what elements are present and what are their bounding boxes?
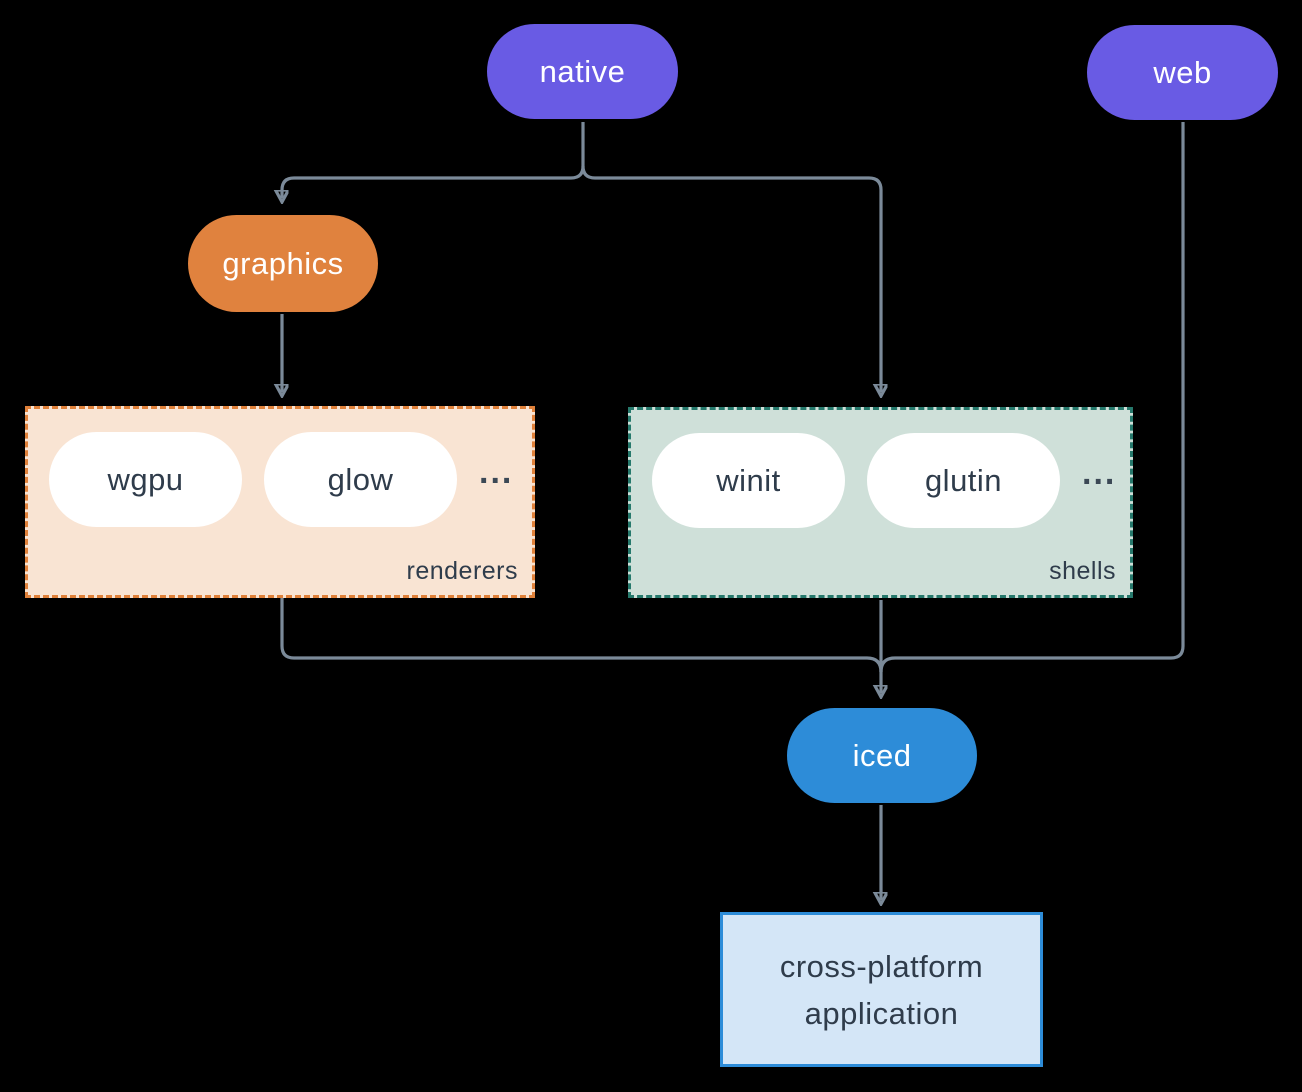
node-native: native (487, 24, 678, 119)
application-label-line1: cross-platform (779, 948, 984, 984)
node-web-label: web (1153, 54, 1212, 90)
node-iced: iced (787, 708, 977, 803)
node-graphics-label: graphics (222, 245, 344, 281)
node-cross-platform-application: cross-platform application (720, 912, 1043, 1067)
shells-group: winit glutin ... shells (628, 407, 1133, 598)
edge-web-merge (879, 122, 1185, 673)
node-iced-label: iced (852, 737, 912, 773)
crate-pill-glutin: glutin (867, 433, 1060, 528)
application-label-line2: application (804, 995, 959, 1031)
renderers-group: wgpu glow ... renderers (25, 406, 535, 598)
edge-renderers-merge (280, 598, 883, 673)
node-web: web (1087, 25, 1278, 120)
crate-pill-glow: glow (264, 432, 457, 527)
crate-pill-wgpu: wgpu (49, 432, 242, 527)
node-graphics: graphics (188, 215, 378, 312)
shells-group-label: shells (1049, 557, 1116, 585)
node-native-label: native (539, 53, 626, 89)
shells-ellipsis: ... (1082, 454, 1117, 492)
crate-pill-winit: winit (652, 433, 845, 528)
renderers-ellipsis: ... (479, 453, 514, 491)
renderers-group-label: renderers (406, 557, 518, 585)
shells-chip-row: winit glutin ... (631, 410, 1130, 528)
edge-native-shells (581, 165, 881, 392)
renderers-chip-row: wgpu glow ... (28, 409, 532, 527)
edge-native-graphics (282, 122, 585, 198)
